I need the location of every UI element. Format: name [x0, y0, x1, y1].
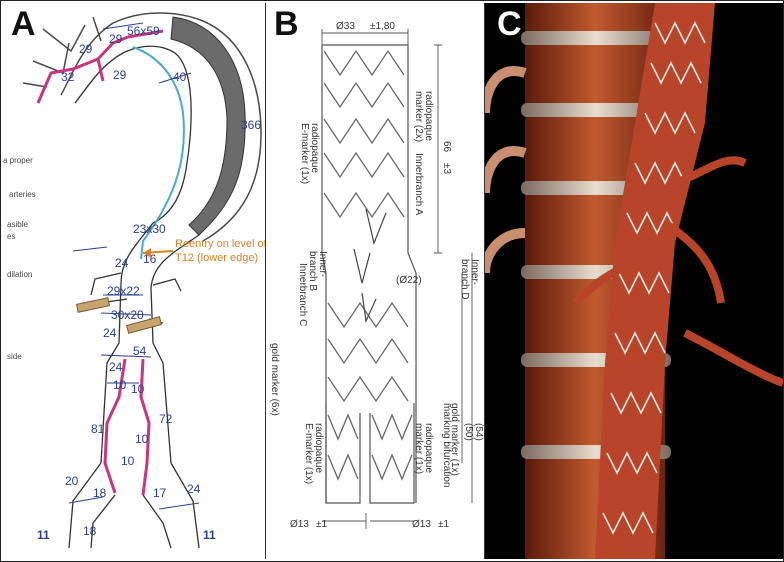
true-lumen-line: [132, 46, 185, 260]
bottom-right-diameter: Ø13: [412, 519, 431, 530]
cut-text-3: asible: [7, 220, 28, 229]
measure-16: 16: [143, 252, 157, 266]
measure-24c: 24: [109, 360, 123, 374]
inner-branches: [353, 208, 387, 324]
measure-24d: 24: [187, 482, 201, 496]
bifurcation-legs: [325, 403, 415, 504]
cut-text-5: dilation: [7, 270, 32, 279]
label-inner-d-2: branch D: [459, 259, 470, 300]
panel-label-a: A: [11, 5, 36, 43]
reentry-arrowhead: [143, 248, 151, 258]
iliac-outer: [68, 462, 200, 549]
measure-81: 81: [91, 422, 105, 436]
length-66-tolerance: ±3: [441, 163, 452, 174]
measure-30x20: 30x20: [111, 308, 144, 322]
panel-c: C: [485, 3, 783, 559]
measure-11-left: 11: [37, 528, 50, 542]
measure-descending-40: 40: [173, 70, 187, 84]
length-66: 66: [441, 141, 452, 153]
aorta-diagram: 56x59 29 29 32 29 40 366 23x30 24 16 29x…: [3, 12, 265, 549]
measure-23x30: 23x30: [133, 222, 166, 236]
arch-stent-graft: [36, 29, 164, 104]
cut-text-2: arteries: [9, 190, 36, 199]
measure-18b: 18: [83, 524, 97, 538]
renal-stent-left: [75, 297, 111, 313]
panel-a: 56x59 29 29 32 29 40 366 23x30 24 16 29x…: [3, 3, 266, 559]
stent-mesh: [602, 21, 706, 535]
reentry-annotation-line2: T12 (lower edge): [175, 252, 258, 264]
measure-18a: 18: [93, 486, 107, 500]
measure-17: 17: [153, 486, 167, 500]
bottom-left-tolerance: ±1: [316, 519, 327, 530]
measure-29x22: 29x22: [107, 284, 140, 298]
measure-arch-29b: 29: [79, 42, 93, 56]
top-diameter: Ø33: [336, 21, 355, 32]
length-50: (50): [463, 423, 474, 441]
aorta-inner-wall: [74, 45, 192, 224]
label-marker-1x: marker (1x): [413, 423, 424, 474]
label-innerbranch-c: Innerbranch C: [297, 263, 308, 326]
label-marker-2x: marker (2x): [413, 91, 424, 142]
label-radiopaque-4: radiopaque: [423, 423, 434, 473]
center-diameter: (Ø22): [396, 275, 422, 286]
stent-graft-drawing: Ø33 ±1,80 radiopaque marker (2x) radiopa…: [269, 21, 484, 530]
visceral-branches: [80, 272, 182, 324]
label-e-marker-2: E-marker (1x): [303, 423, 314, 484]
measure-54: 54: [133, 344, 147, 358]
label-e-marker-1: E-marker (1x): [299, 123, 310, 184]
label-inner-d-1: Inner-: [469, 259, 480, 285]
supra-aortic-branches: [22, 16, 102, 88]
measure-length-366: 366: [241, 118, 261, 132]
iliac-limb-left: [103, 358, 127, 494]
measure-arch-diameter: 56x59: [127, 24, 160, 38]
measure-ticks: [68, 22, 200, 510]
bottom-left-diameter: Ø13: [290, 519, 309, 530]
cut-text-4: es: [7, 232, 15, 241]
measure-24a: 24: [115, 256, 129, 270]
ct-reconstruction: [485, 3, 783, 559]
cut-text-1: a proper: [3, 156, 33, 165]
length-54: (54): [473, 423, 484, 441]
renal-stent-right: [125, 316, 163, 334]
cut-text-6: side: [7, 352, 22, 361]
graft-body-outline: [321, 44, 417, 503]
label-radiopaque-3: radiopaque: [313, 423, 324, 473]
descending-aorta-right: [150, 234, 200, 464]
measure-10d: 10: [121, 454, 135, 468]
top-diameter-tolerance: ±1,80: [370, 21, 395, 32]
measure-branch-32: 32: [61, 70, 75, 84]
dimension-lines: [321, 29, 473, 529]
panel-label-b: B: [274, 5, 299, 43]
reentry-annotation-line1: Reentry on level of: [175, 238, 265, 250]
branch-vessels: [572, 156, 783, 387]
label-gold-marker-6x: gold marker (6x): [269, 343, 280, 416]
label-inner-b-2: branch B: [307, 251, 318, 291]
panel-b: Ø33 ±1,80 radiopaque marker (2x) radiopa…: [266, 3, 485, 559]
panel-label-c: C: [497, 5, 522, 43]
measure-72: 72: [159, 412, 173, 426]
measure-arch-29a: 29: [109, 32, 123, 46]
label-gold-marker-1x: gold marker (1x): [449, 403, 460, 476]
measure-10c: 10: [135, 432, 149, 446]
stent-rings: [323, 49, 413, 481]
descending-aorta-left: [100, 222, 154, 464]
label-radiopaque-1: radiopaque: [423, 91, 434, 141]
measure-10b: 10: [131, 382, 145, 396]
label-innerbranch-a: Innerbranch A: [413, 153, 424, 216]
measure-10a: 10: [113, 378, 127, 392]
label-radiopaque-2: radiopaque: [309, 123, 320, 173]
label-inner-b-1: Inner-: [317, 251, 328, 277]
label-marking-bifurcation: marking bifurcation: [441, 403, 452, 487]
bottom-right-tolerance: ±1: [438, 519, 449, 530]
measure-arch-29c: 29: [113, 68, 127, 82]
measure-20: 20: [65, 474, 79, 488]
aorta-outer-wall: [60, 12, 262, 242]
false-lumen: [170, 16, 246, 236]
measure-24b: 24: [103, 326, 117, 340]
measure-11-right: 11: [203, 528, 216, 542]
ribs: [485, 66, 527, 274]
iliac-limb-right: [139, 358, 151, 496]
